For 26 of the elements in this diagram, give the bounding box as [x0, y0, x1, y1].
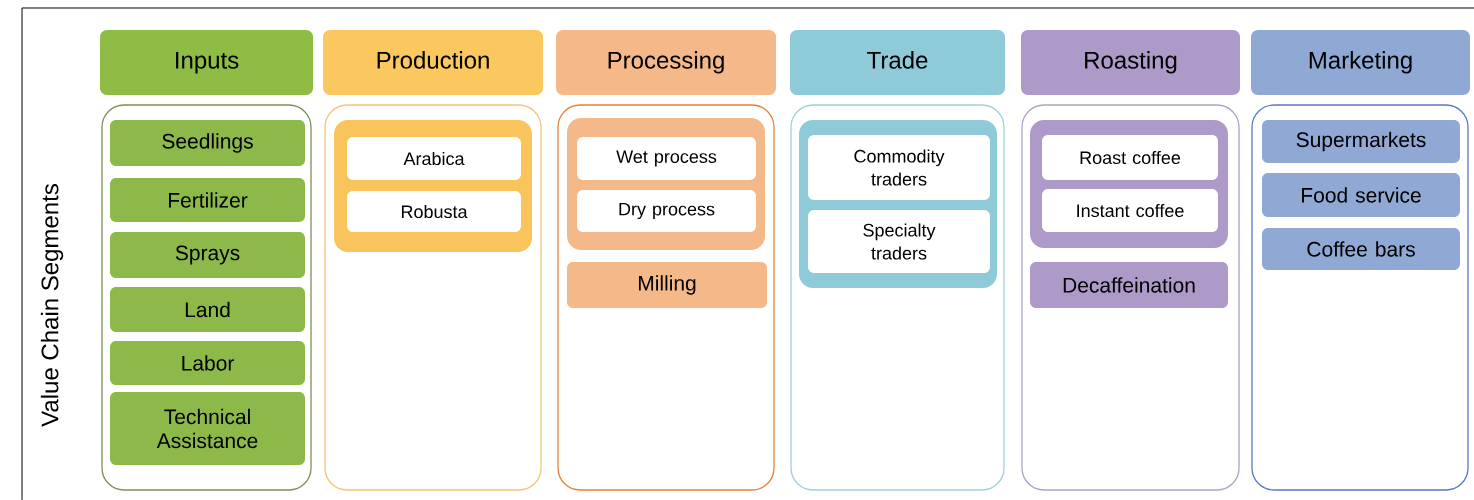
heading-box: Inputs [100, 30, 313, 95]
item-box: Sprays [110, 232, 305, 278]
heading-box: Trade [790, 30, 1005, 95]
item-box: Roast coffee [1042, 135, 1218, 180]
item-box: Technical Assistance [110, 392, 305, 465]
heading-box: Production [323, 30, 543, 95]
item-box: Milling [567, 262, 767, 308]
heading-box: Roasting [1021, 30, 1240, 95]
item-box: Commodity traders [808, 135, 990, 200]
heading-box: Marketing [1251, 30, 1470, 95]
item-box: Food service [1262, 173, 1460, 217]
heading-box: Processing [556, 30, 776, 95]
item-box: Coffee bars [1262, 228, 1460, 270]
item-box: Instant coffee [1042, 189, 1218, 232]
item-box: Arabica [347, 137, 521, 180]
item-box: Robusta [347, 191, 521, 232]
item-box: Land [110, 287, 305, 332]
item-box: Specialty traders [808, 210, 990, 273]
axis-label: Value Chain Segments [40, 184, 64, 427]
item-box: Dry process [577, 190, 756, 232]
item-box: Wet process [577, 137, 756, 180]
item-box: Labor [110, 341, 305, 385]
item-box: Supermarkets [1262, 120, 1460, 163]
item-box: Decaffeination [1030, 262, 1228, 308]
item-box: Seedlings [110, 120, 305, 166]
item-box: Fertilizer [110, 178, 305, 222]
